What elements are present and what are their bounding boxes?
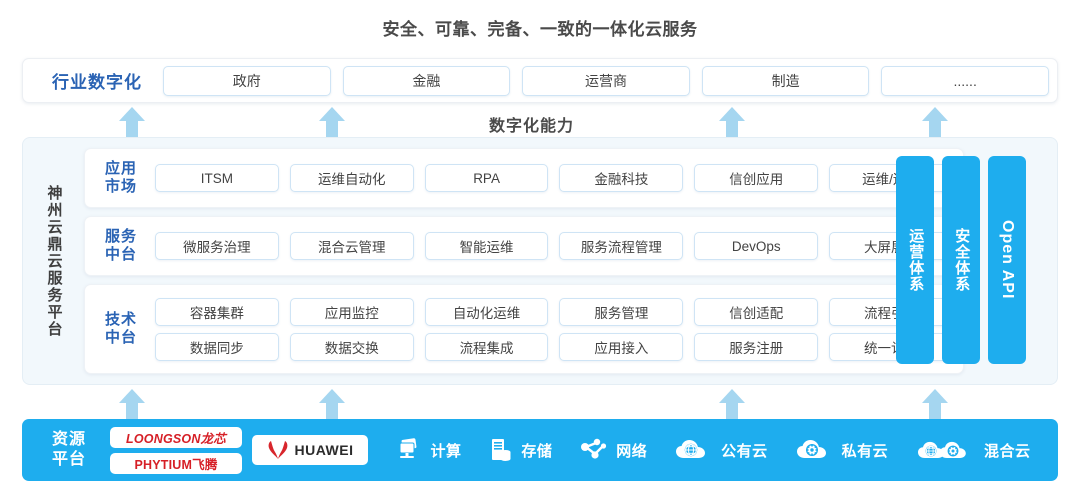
resource-platform-bar: 资源 平台 LOONGSON龙芯 PHYTIUM飞腾 HUAWEI	[22, 419, 1058, 481]
label-line-1: 资源	[51, 431, 86, 448]
cap-chip-fintech[interactable]: 金融科技	[559, 164, 684, 192]
cap-chip-automated-ops[interactable]: 自动化运维	[424, 297, 549, 326]
resource-item-label: 存储	[521, 442, 553, 460]
cap-chip-xinchuang-adaptation[interactable]: 信创适配	[694, 297, 819, 326]
digital-capability-label: 数字化能力	[489, 118, 575, 135]
capability-row-label-tech-midplatform: 技术 中台	[93, 311, 149, 346]
resource-item-network[interactable]: 网络	[579, 436, 647, 464]
industry-chip-finance[interactable]: 金融	[342, 65, 511, 96]
industry-chip-manufacturing[interactable]: 制造	[701, 65, 870, 96]
cap-chip-process-integration[interactable]: 流程集成	[424, 332, 549, 361]
capability-row-label-app-market: 应用 市场	[93, 160, 149, 195]
resource-item-hybrid-cloud[interactable]: 混合云	[915, 436, 1031, 464]
cap-chip-intelligent-ops[interactable]: 智能运维	[424, 232, 549, 260]
label-line-1: 技术	[104, 311, 137, 329]
cpu-logo-stack: LOONGSON龙芯 PHYTIUM飞腾	[110, 426, 242, 474]
up-arrow-icon-3	[719, 107, 745, 137]
industry-chip-government[interactable]: 政府	[163, 65, 331, 96]
resource-item-list: 计算 存储	[382, 436, 1044, 464]
cap-chip-data-exchange[interactable]: 数据交换	[289, 332, 414, 361]
industry-chip-more[interactable]: ......	[881, 65, 1049, 96]
industry-chip-telecom[interactable]: 运营商	[522, 65, 690, 96]
cap-chip-microservice-governance[interactable]: 微服务治理	[155, 232, 279, 260]
hybrid-cloud-icon	[915, 436, 977, 464]
cap-chip-xinchuang-app[interactable]: 信创应用	[694, 164, 819, 192]
pillar-label: Open API	[999, 220, 1016, 300]
cap-chip-app-access[interactable]: 应用接入	[559, 332, 684, 361]
cap-chip-hybrid-cloud-mgmt[interactable]: 混合云管理	[289, 232, 414, 260]
platform-vertical-label: 神州云鼎云服务平台	[45, 184, 63, 338]
page-title: 安全、可靠、完备、一致的一体化云服务	[382, 20, 698, 39]
resource-item-public-cloud[interactable]: 公有云	[674, 436, 768, 464]
capability-grid-service-midplatform: 微服务治理 混合云管理 智能运维 服务流程管理 DevOps 大屏展示	[149, 232, 953, 260]
compute-icon	[395, 436, 423, 464]
up-arrow-icon-5	[119, 389, 145, 419]
pillar-group: 运营体系 安全体系 Open API	[896, 156, 1032, 364]
huawei-logo-text: HUAWEI	[294, 442, 354, 458]
resource-item-label: 计算	[430, 442, 462, 460]
cap-chip-service-process-mgmt[interactable]: 服务流程管理	[559, 232, 684, 260]
up-arrow-icon-2	[319, 107, 345, 137]
cap-chip-service-mgmt[interactable]: 服务管理	[559, 297, 684, 326]
capability-row-label-service-midplatform: 服务 中台	[93, 228, 149, 263]
storage-icon	[488, 436, 514, 464]
resource-platform-label: 资源 平台	[36, 430, 102, 470]
cap-chip-container-cluster[interactable]: 容器集群	[155, 297, 279, 326]
network-icon	[579, 436, 609, 464]
capability-line: 数据同步 数据交换 流程集成 应用接入 服务注册 统一认证	[155, 332, 953, 361]
up-arrow-icon-1	[119, 107, 145, 137]
resource-item-private-cloud[interactable]: 私有云	[795, 436, 889, 464]
cap-chip-rpa[interactable]: RPA	[424, 164, 549, 192]
cap-chip-devops[interactable]: DevOps	[694, 232, 819, 260]
loongson-logo-text: LOONGSON龙芯	[126, 431, 226, 446]
up-arrow-icon-6	[319, 389, 345, 419]
cap-chip-itsm[interactable]: ITSM	[155, 164, 279, 192]
label-line-2: 平台	[51, 451, 86, 468]
up-arrow-icon-7	[719, 389, 745, 419]
pillar-security-system[interactable]: 安全体系	[942, 156, 980, 364]
cap-chip-ops-automation[interactable]: 运维自动化	[289, 164, 414, 192]
resource-item-label: 私有云	[841, 442, 889, 460]
resource-item-label: 混合云	[983, 442, 1031, 460]
pillar-operations-system[interactable]: 运营体系	[896, 156, 934, 364]
capability-line: ITSM 运维自动化 RPA 金融科技 信创应用 运维/运营	[155, 164, 953, 192]
capability-grid-app-market: ITSM 运维自动化 RPA 金融科技 信创应用 运维/运营	[149, 164, 953, 192]
capability-row-app-market: 应用 市场 ITSM 运维自动化 RPA 金融科技 信创应用 运维/运营	[84, 148, 964, 208]
capability-row-service-midplatform: 服务 中台 微服务治理 混合云管理 智能运维 服务流程管理 DevOps 大屏展…	[84, 216, 964, 276]
capability-line: 容器集群 应用监控 自动化运维 服务管理 信创适配 流程引擎	[155, 297, 953, 326]
capability-rows: 应用 市场 ITSM 运维自动化 RPA 金融科技 信创应用 运维/运营 服务 …	[84, 148, 964, 374]
label-line-2: 市场	[104, 178, 137, 195]
capability-line: 微服务治理 混合云管理 智能运维 服务流程管理 DevOps 大屏展示	[155, 232, 953, 260]
pillar-label: 安全体系	[953, 228, 971, 292]
label-line-2: 中台	[104, 329, 137, 346]
pillar-open-api[interactable]: Open API	[988, 156, 1026, 364]
label-line-1: 应用	[104, 160, 137, 178]
cap-chip-app-monitoring[interactable]: 应用监控	[289, 297, 414, 326]
capability-row-tech-midplatform: 技术 中台 容器集群 应用监控 自动化运维 服务管理 信创适配 流程引擎 数据同…	[84, 284, 964, 374]
loongson-logo: LOONGSON龙芯	[110, 426, 242, 448]
label-line-2: 中台	[104, 246, 137, 263]
up-arrow-icon-4	[922, 107, 948, 137]
resource-item-label: 公有云	[721, 442, 768, 460]
huawei-logo: HUAWEI	[252, 435, 368, 465]
huawei-flower-icon	[268, 441, 287, 459]
phytium-logo: PHYTIUM飞腾	[110, 452, 242, 474]
public-cloud-icon	[674, 436, 714, 464]
industry-row-label: 行业数字化	[52, 73, 142, 92]
industry-row: 行业数字化 政府 金融 运营商 制造 ......	[22, 58, 1058, 103]
industry-chip-list: 政府 金融 运营商 制造 ......	[163, 65, 1049, 96]
resource-item-storage[interactable]: 存储	[488, 436, 552, 464]
resource-item-compute[interactable]: 计算	[395, 436, 461, 464]
up-arrow-icon-8	[922, 389, 948, 419]
resource-item-label: 网络	[616, 442, 648, 460]
private-cloud-icon	[795, 436, 835, 464]
cap-chip-service-registry[interactable]: 服务注册	[694, 332, 819, 361]
pillar-label: 运营体系	[907, 228, 925, 292]
capability-grid-tech-midplatform: 容器集群 应用监控 自动化运维 服务管理 信创适配 流程引擎 数据同步 数据交换…	[149, 297, 953, 361]
label-line-1: 服务	[104, 228, 137, 246]
phytium-logo-text: PHYTIUM飞腾	[134, 457, 218, 472]
cap-chip-data-sync[interactable]: 数据同步	[155, 332, 279, 361]
